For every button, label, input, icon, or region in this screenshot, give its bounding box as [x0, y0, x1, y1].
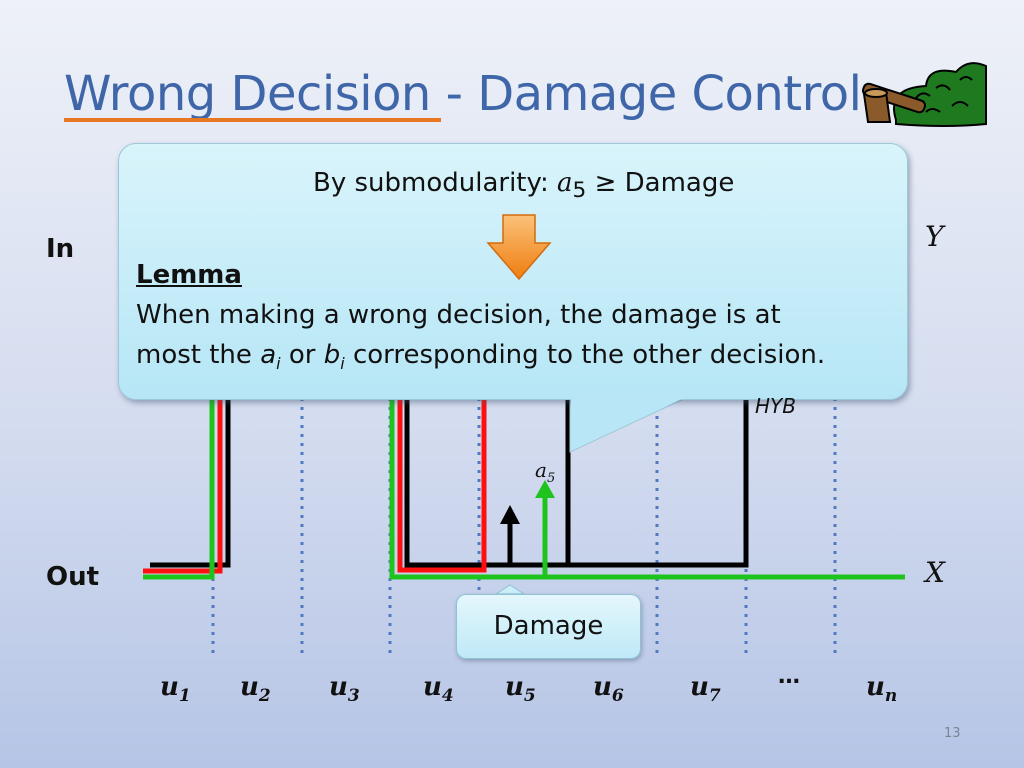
black-path-mid — [404, 390, 571, 568]
un-label: un — [866, 672, 897, 706]
u-sub: 4 — [441, 686, 454, 707]
lemma-l2-b: b — [323, 340, 341, 370]
u-sub: 5 — [523, 686, 536, 707]
u-base: u — [593, 672, 612, 702]
u-sub: 6 — [611, 686, 624, 707]
lemma-l2-a: a — [260, 340, 277, 370]
u7-label: u7 — [690, 672, 721, 706]
black-path-left — [150, 390, 231, 568]
hyb-label: HYB — [755, 394, 796, 418]
green-path-mid — [389, 390, 905, 580]
lemma-l2-post: corresponding to the other decision. — [344, 340, 826, 370]
lemma-l2-a-sub: i — [276, 354, 281, 374]
u2-label: u2 — [240, 672, 271, 706]
u-base: u — [505, 672, 524, 702]
u4-label: u4 — [423, 672, 454, 706]
u-sub: 7 — [708, 686, 721, 707]
u-sub: 2 — [258, 686, 271, 707]
y-label: Y — [925, 220, 944, 253]
u-sub: 3 — [347, 686, 360, 707]
in-label: In — [46, 234, 75, 264]
red-path-mid — [397, 390, 487, 573]
u5-label: u5 — [505, 672, 536, 706]
u-base: u — [329, 672, 348, 702]
x-label: X — [925, 556, 945, 589]
lemma-line-1: When making a wrong decision, the damage… — [136, 300, 781, 330]
slide-title: Wrong Decision - Damage Control — [64, 66, 862, 122]
u-base: u — [423, 672, 442, 702]
ellipsis-label: … — [778, 664, 800, 689]
green-path-left — [143, 390, 215, 580]
green-up-arrow — [535, 480, 555, 577]
submod-prefix: By submodularity: — [313, 168, 558, 198]
u-sub: 1 — [178, 686, 191, 707]
lemma-l2-or: or — [280, 340, 324, 370]
lemma-l2-b-sub: i — [340, 354, 345, 374]
out-label: Out — [46, 562, 100, 592]
u-base: u — [240, 672, 259, 702]
lemma-title: Lemma — [136, 260, 242, 290]
black-path-right — [568, 390, 749, 568]
lemma-l2-pre: most the — [136, 340, 261, 370]
title-underline — [64, 118, 441, 122]
lemma-line-2: most the ai or bi corresponding to the o… — [136, 340, 825, 373]
red-path-left — [143, 390, 223, 574]
damage-callout: Damage — [456, 594, 641, 659]
title-rest: - Damage Control — [445, 66, 862, 122]
submodularity-statement: By submodularity: a5 ≥ Damage — [313, 168, 734, 203]
submod-suffix: ≥ Damage — [586, 168, 735, 198]
a5-label: a5 — [535, 458, 555, 486]
u3-label: u3 — [329, 672, 360, 706]
u-base: u — [160, 672, 179, 702]
u-base: u — [866, 672, 885, 702]
title-underlined-part: Wrong Decision — [64, 66, 446, 122]
black-up-arrow — [500, 505, 520, 565]
submod-var: a — [557, 168, 573, 198]
u6-label: u6 — [593, 672, 624, 706]
a5-base: a — [535, 458, 547, 482]
u1-label: u1 — [160, 672, 191, 706]
u-base: u — [690, 672, 709, 702]
tree-stump-icon — [862, 62, 987, 127]
submod-var-sub: 5 — [572, 178, 587, 204]
page-number: 13 — [944, 726, 961, 741]
a5-sub: 5 — [546, 471, 556, 486]
u-sub: n — [884, 686, 898, 707]
down-arrow-icon — [486, 214, 552, 281]
